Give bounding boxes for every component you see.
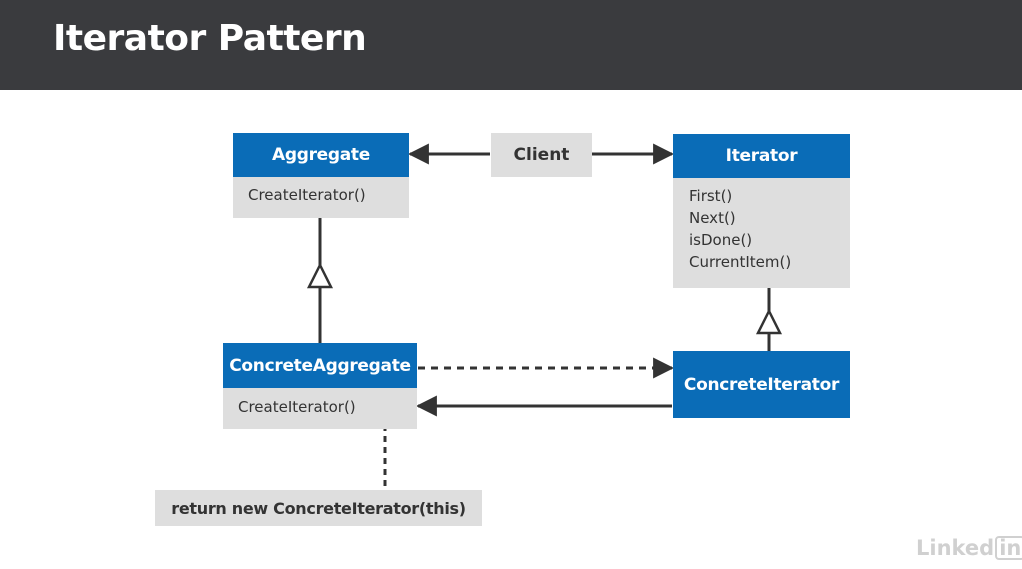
aggregate-inheritance-triangle bbox=[306, 262, 334, 289]
watermark-in-badge: in bbox=[995, 536, 1022, 560]
concrete-aggregate-class-name: ConcreteAggregate bbox=[229, 355, 411, 376]
client-box: Client bbox=[491, 133, 592, 177]
iterator-method-next: Next() bbox=[689, 209, 736, 227]
iterator-inheritance-triangle bbox=[755, 308, 783, 335]
aggregate-method: CreateIterator() bbox=[248, 186, 366, 204]
concrete-iterator-class-name: ConcreteIterator bbox=[683, 374, 840, 395]
watermark-brand: Linked bbox=[916, 536, 995, 560]
concrete-aggregate-method: CreateIterator() bbox=[238, 398, 356, 416]
title-bar: Iterator Pattern bbox=[0, 0, 1022, 90]
aggregate-class-header: Aggregate bbox=[233, 133, 409, 177]
aggregate-class-body: CreateIterator() bbox=[233, 177, 409, 218]
note-text: return new ConcreteIterator(this) bbox=[171, 498, 466, 518]
iterator-method-currentitem: CurrentItem() bbox=[689, 253, 792, 271]
aggregate-class-name: Aggregate bbox=[271, 145, 370, 165]
iterator-class-header: Iterator bbox=[673, 134, 850, 178]
slide-title: Iterator Pattern bbox=[53, 18, 367, 59]
note-box: return new ConcreteIterator(this) bbox=[155, 490, 482, 526]
iterator-class-body: First() Next() isDone() CurrentItem() bbox=[673, 178, 850, 288]
client-label: Client bbox=[513, 145, 570, 165]
concrete-aggregate-class-body: CreateIterator() bbox=[223, 388, 417, 429]
concrete-aggregate-class-header: ConcreteAggregate bbox=[223, 343, 417, 388]
iterator-class-name: Iterator bbox=[725, 146, 798, 166]
iterator-method-isdone: isDone() bbox=[689, 231, 753, 249]
concrete-iterator-class-header: ConcreteIterator bbox=[673, 351, 850, 418]
iterator-method-first: First() bbox=[689, 187, 733, 205]
